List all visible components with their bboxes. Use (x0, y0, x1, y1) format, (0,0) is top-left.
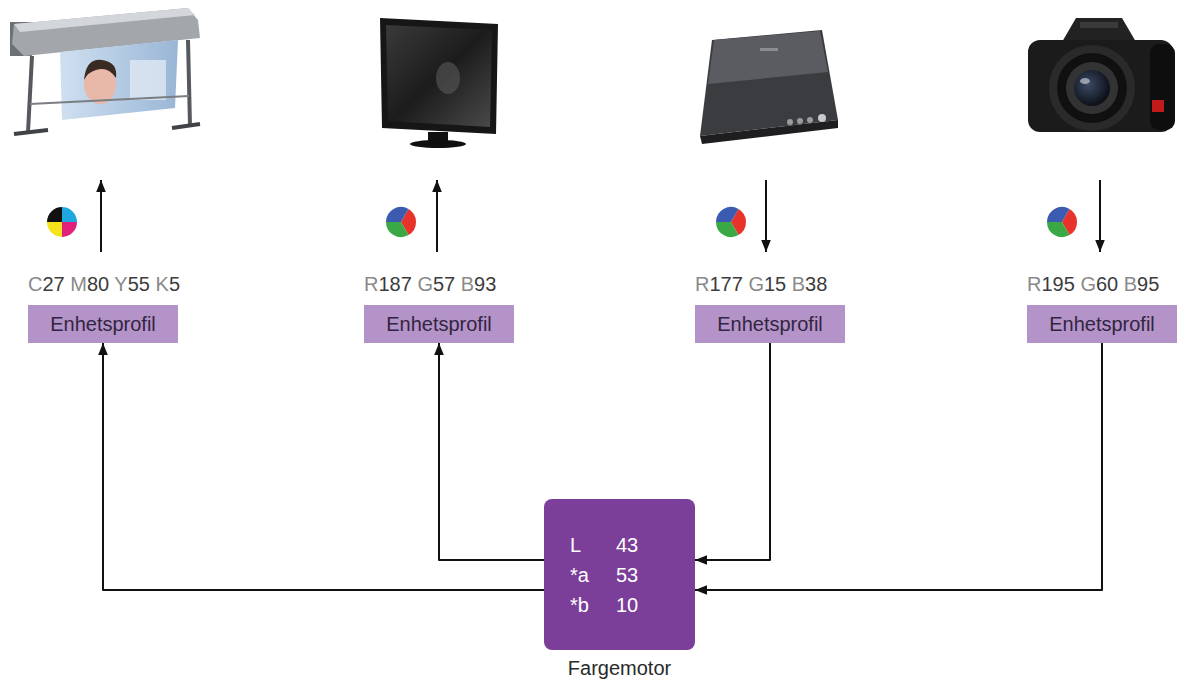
engine-label: Fargemotor (544, 656, 695, 680)
camera-lens-ring (1057, 53, 1127, 123)
lens-highlight (1080, 78, 1090, 84)
wheel-blue (1047, 207, 1070, 222)
lab-channel: L (570, 530, 581, 560)
printer-picture (10, 8, 200, 134)
color-engine-box: L43*a53*b10Fargemotor (544, 499, 695, 650)
wheel-black (47, 207, 62, 222)
printer-foot (14, 130, 48, 134)
camera-prism (1062, 18, 1136, 42)
output-arrow (436, 180, 438, 252)
wheel-blue (386, 207, 409, 222)
device-profile-box: R195 G60 B95Enhetsprofil (1027, 305, 1177, 343)
flow-connector (695, 343, 770, 560)
lab-channel: *b (570, 590, 589, 620)
scanner-logo (760, 48, 778, 51)
camera-grip (1150, 44, 1175, 130)
lab-value: 43 (616, 530, 638, 560)
printer-leg (28, 56, 32, 132)
rgb-wheel (386, 207, 416, 237)
camera-lens-ring (1066, 62, 1118, 114)
output-arrow (100, 180, 102, 252)
monitor-frame (380, 18, 498, 134)
monitor-foot (410, 140, 466, 148)
color-values: R177 G15 B38 (695, 272, 827, 296)
printer-foot (172, 124, 200, 128)
monitor-neck (428, 132, 448, 141)
profile-label: Enhetsprofil (50, 312, 156, 336)
printer-leg (188, 40, 190, 126)
cmyk-wheel (47, 207, 77, 237)
camera-tag (1152, 100, 1164, 112)
rgb-wheel (1047, 207, 1077, 237)
device-profile-box: R177 G15 B38Enhetsprofil (695, 305, 845, 343)
printer-bar (30, 96, 189, 104)
rgb-wheel (716, 207, 746, 237)
profile-label: Enhetsprofil (717, 312, 823, 336)
printer-top (14, 8, 195, 32)
scanner-body (700, 30, 838, 136)
color-values: R187 G57 B93 (364, 272, 496, 296)
wheel-yellow (47, 222, 62, 237)
wheel-green (386, 222, 409, 237)
wheel-green (716, 222, 739, 237)
flow-connector (103, 343, 544, 590)
printer-paper (60, 40, 178, 120)
scanner-button (787, 119, 793, 125)
profile-label: Enhetsprofil (386, 312, 492, 336)
lab-value: 10 (616, 590, 638, 620)
wheel-magenta (62, 222, 77, 237)
monitor-picture (380, 18, 498, 148)
scanner-front (700, 120, 838, 144)
scanner-button (807, 117, 813, 123)
print-hair (84, 60, 116, 80)
color-values: R195 G60 B95 (1027, 272, 1159, 296)
screen-reflection (436, 62, 460, 94)
profile-label: Enhetsprofil (1049, 312, 1155, 336)
flow-connector (695, 343, 1102, 590)
lab-channel: *a (570, 560, 589, 590)
input-arrow (1099, 180, 1101, 252)
scanner-button (818, 114, 826, 122)
camera-lens (1049, 45, 1135, 131)
device-profile-box: R187 G57 B93Enhetsprofil (364, 305, 514, 343)
wheel-blue (716, 207, 739, 222)
color-values: C27 M80 Y55 K5 (28, 272, 180, 296)
scanner-button (797, 118, 803, 124)
flow-connector (439, 343, 544, 560)
device-profile-box: C27 M80 Y55 K5Enhetsprofil (28, 305, 178, 343)
wheel-cyan (62, 207, 77, 222)
wheel-green (1047, 222, 1070, 237)
monitor-screen (386, 25, 492, 127)
lab-value: 53 (616, 560, 638, 590)
camera-picture (1028, 18, 1175, 132)
scanner-picture (700, 30, 838, 144)
input-arrow (765, 180, 767, 252)
camera-glass (1074, 70, 1110, 106)
print-highlight (130, 60, 166, 100)
scanner-lid (708, 31, 828, 84)
camera-badge (1080, 22, 1118, 28)
